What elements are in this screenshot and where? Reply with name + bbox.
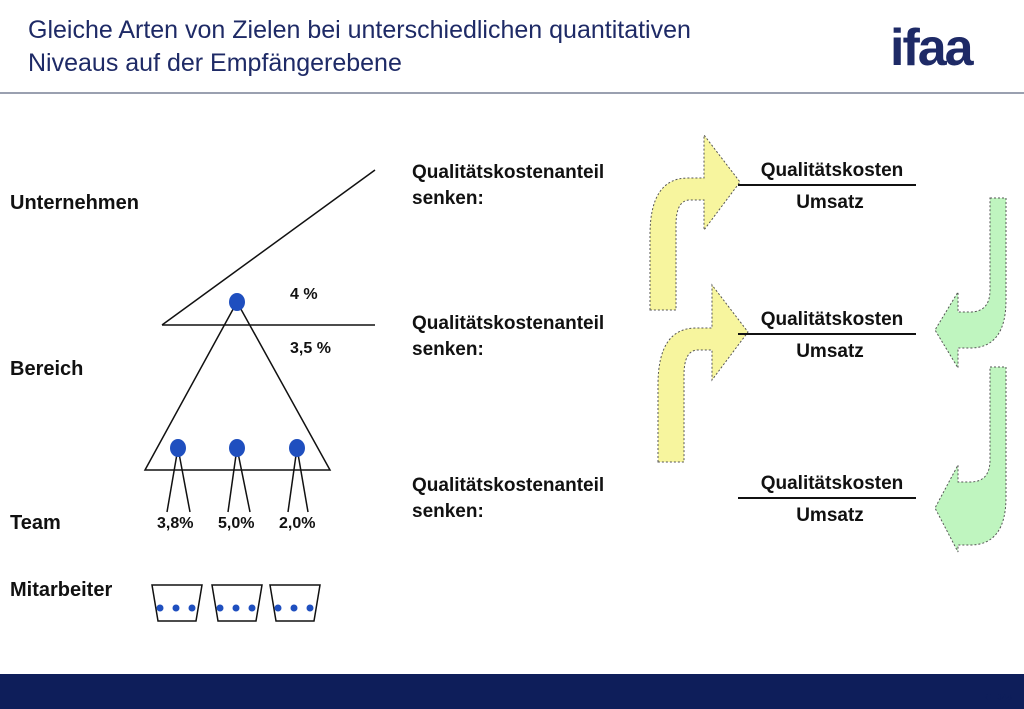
fraction-numerator: Qualitätskosten (760, 160, 904, 181)
company-node (229, 293, 245, 311)
header-divider (0, 92, 1024, 94)
team-connectors (166, 447, 309, 513)
employee-dot (216, 604, 224, 612)
fraction-bar (738, 184, 916, 186)
level-label-mitarbeiter: Mitarbeiter (10, 579, 113, 601)
title-line-2: Niveaus auf der Empfängerebene (28, 49, 402, 77)
employee-dot (188, 604, 196, 612)
goal-line: Qualitätskostenanteil (412, 313, 605, 334)
employee-dot (156, 604, 164, 612)
fraction-bar (738, 497, 916, 499)
fraction-numerator: Qualitätskosten (760, 309, 904, 330)
team-node-1 (170, 439, 186, 457)
team-percentage-2: 5,0% (218, 515, 255, 532)
employee-dot (290, 604, 298, 612)
slide-reference: RE 348 (981, 692, 1012, 702)
title-line-1: Gleiche Arten von Zielen bei unterschied… (28, 16, 691, 44)
team-node-2 (229, 439, 245, 457)
level-label-unternehmen: Unternehmen (10, 192, 139, 214)
company-triangle (161, 169, 376, 326)
team-percentage-1: 3,8% (157, 515, 194, 532)
employee-dot (232, 604, 240, 612)
goal-line: senken: (412, 501, 484, 522)
arrow-up-icon-1 (649, 133, 741, 311)
division-triangle (143, 300, 332, 471)
employee-groups (151, 584, 321, 622)
employee-dot (274, 604, 282, 612)
fraction-denominator: Umsatz (796, 341, 864, 362)
level-label-bereich: Bereich (10, 358, 84, 380)
employee-dot (306, 604, 314, 612)
company-percentage: 4 % (290, 286, 318, 303)
fraction-numerator: Qualitätskosten (760, 473, 904, 494)
team-percentage-3: 2,0% (279, 515, 316, 532)
goal-line: senken: (412, 339, 484, 360)
goal-text-bereich: Qualitätskostenanteil senken: (412, 311, 662, 363)
ifaa-logo: ifaa (890, 19, 974, 77)
team-node-3 (289, 439, 305, 457)
employee-dot (172, 604, 180, 612)
footer-bar: RE 348 (0, 674, 1024, 709)
employee-dot (248, 604, 256, 612)
goal-line: senken: (412, 188, 484, 209)
division-percentage: 3,5 % (290, 340, 331, 357)
slide-title: Gleiche Arten von Zielen bei unterschied… (28, 14, 888, 80)
level-label-team: Team (10, 512, 61, 534)
arrow-down-icon-2 (934, 366, 1007, 553)
goal-text-team: Qualitätskostenanteil senken: (412, 473, 662, 525)
arrow-down-icon-1 (934, 197, 1007, 370)
goal-line: Qualitätskostenanteil (412, 162, 605, 183)
goal-line: Qualitätskostenanteil (412, 475, 605, 496)
arrow-up-icon-2 (657, 283, 749, 463)
fraction-denominator: Umsatz (796, 505, 864, 526)
fraction-bar (738, 333, 916, 335)
fraction-denominator: Umsatz (796, 192, 864, 213)
goal-text-unternehmen: Qualitätskostenanteil senken: (412, 160, 662, 212)
